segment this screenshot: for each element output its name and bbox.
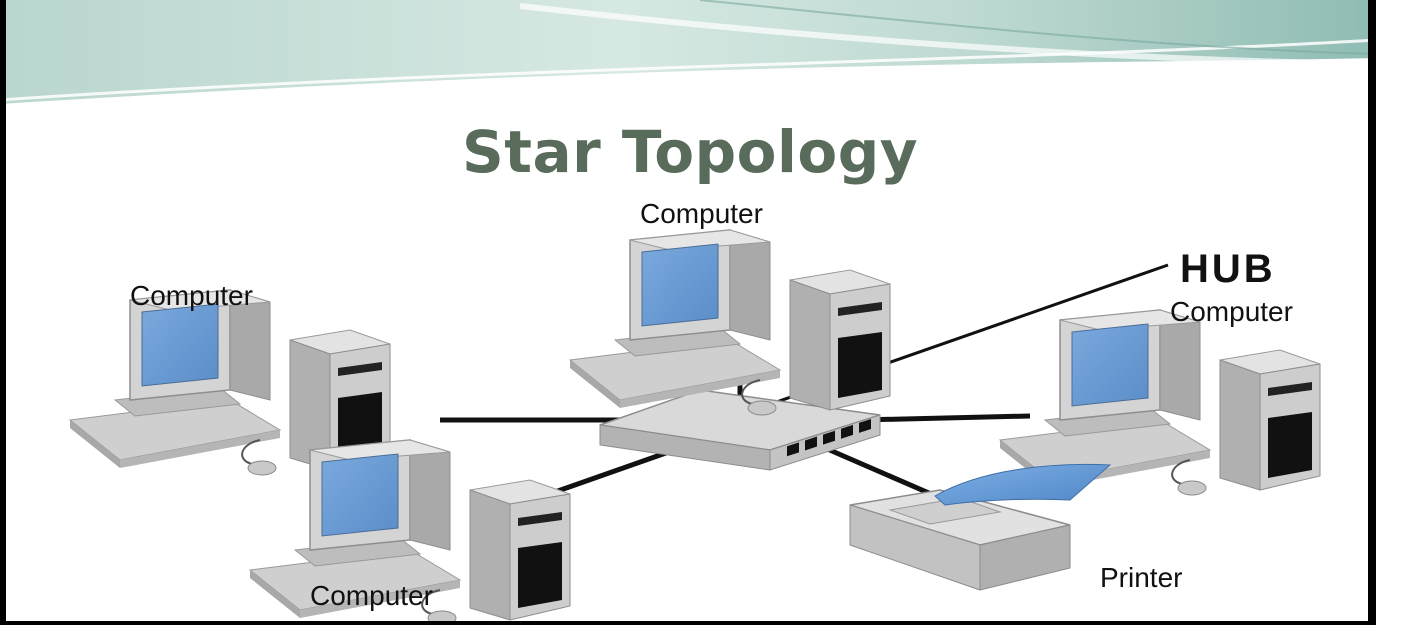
label-computer-left: Computer [130, 280, 253, 311]
label-hub: HUB [1180, 247, 1276, 291]
label-computer-top: Computer [640, 198, 763, 229]
frame-right [1368, 0, 1376, 625]
label-printer: Printer [1100, 562, 1183, 593]
top-banner [0, 0, 1377, 104]
label-computer-bottom: Computer [310, 580, 433, 611]
computer-icon-top [569, 229, 891, 416]
label-computer-right: Computer [1170, 296, 1293, 327]
frame-bottom [0, 621, 1376, 625]
slide-title: Star Topology [461, 118, 919, 186]
printer-icon [849, 463, 1112, 591]
frame-left [0, 0, 6, 625]
hub-device [599, 389, 881, 471]
